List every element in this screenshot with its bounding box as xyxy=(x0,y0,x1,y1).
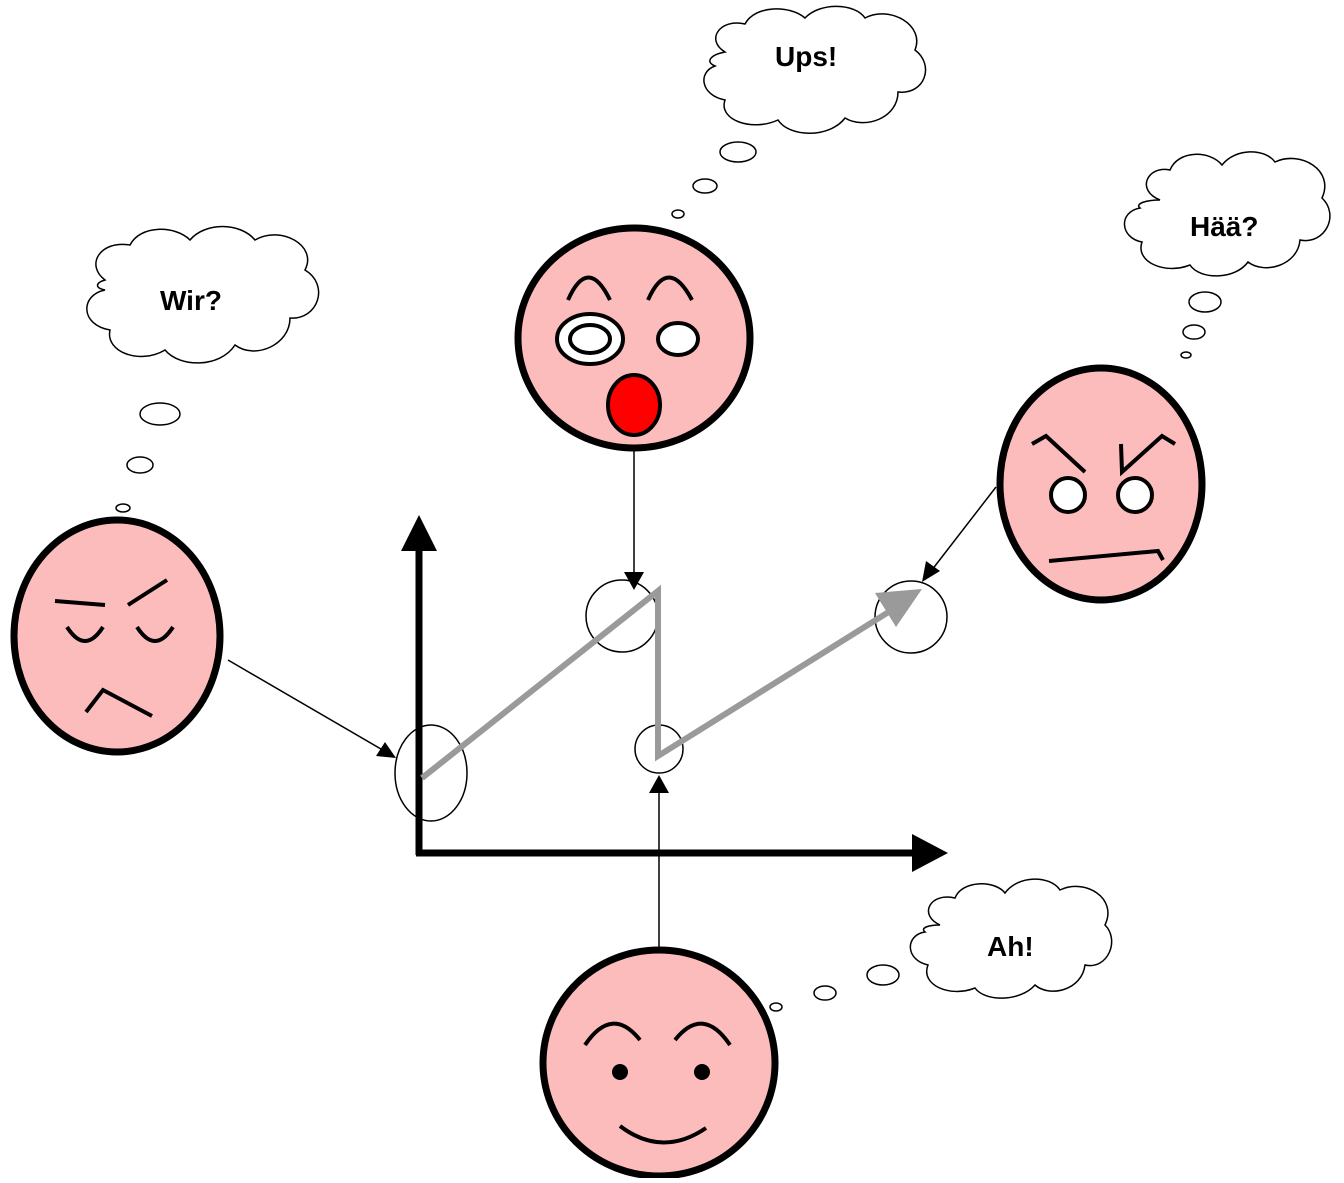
right-eye-closed xyxy=(135,625,175,643)
thought-bubble-small xyxy=(115,503,131,513)
trend-line xyxy=(420,584,897,781)
left-eye-closed xyxy=(65,625,105,643)
axes xyxy=(401,515,948,872)
arrow-annoyed-head xyxy=(376,742,396,758)
y-axis-arrowhead xyxy=(401,515,437,551)
face-head xyxy=(10,516,224,756)
arrow-confused-to-end xyxy=(927,486,997,576)
thought-cloud-ah xyxy=(769,878,1113,1012)
trend-arrowhead xyxy=(875,589,922,627)
left-eyebrow xyxy=(566,275,612,301)
thought-bubble-large xyxy=(1188,291,1222,313)
right-eye xyxy=(656,321,700,357)
happy-face xyxy=(539,946,779,1180)
cloud-shape-haa xyxy=(1123,151,1331,277)
thought-text-ups: Ups! xyxy=(775,41,837,72)
flat-mouth xyxy=(1048,548,1165,563)
thought-bubble-small xyxy=(769,1002,783,1012)
cloud-shape-ups xyxy=(703,5,927,134)
start-point-ellipse xyxy=(394,724,468,822)
smile-mouth xyxy=(618,1124,708,1145)
highlight-circles xyxy=(394,579,948,822)
arrow-surprised-head xyxy=(624,572,644,590)
thought-bubble-medium xyxy=(813,985,837,1001)
thought-bubble-medium xyxy=(126,456,154,474)
thought-bubble-small xyxy=(671,209,685,219)
pointer-arrows xyxy=(227,450,997,950)
arrow-annoyed-to-start xyxy=(227,659,394,757)
x-axis-arrowhead xyxy=(912,834,948,872)
right-eyebrow xyxy=(673,1021,732,1047)
left-eyebrow xyxy=(54,599,106,607)
thought-text-ah: Ah! xyxy=(987,931,1034,962)
thought-bubble-large xyxy=(719,141,757,163)
thought-cloud-wir xyxy=(86,225,320,513)
thought-text-haa: Hää? xyxy=(1190,211,1258,242)
thought-bubble-small xyxy=(1180,351,1192,359)
surprised-face xyxy=(514,224,754,452)
thought-cloud-haa xyxy=(1123,151,1331,359)
face-head xyxy=(996,364,1206,604)
right-eye xyxy=(1116,476,1154,514)
cloud-shape-ah xyxy=(909,878,1113,999)
left-eye xyxy=(612,1064,628,1080)
thought-cloud-ups xyxy=(671,5,927,219)
right-eyebrow xyxy=(646,275,694,301)
arrow-happy-head xyxy=(649,775,669,793)
right-eyebrow xyxy=(1119,433,1177,477)
right-eye xyxy=(694,1064,710,1080)
face-head xyxy=(539,946,779,1180)
thought-bubble-large xyxy=(866,964,900,986)
arrow-confused-head xyxy=(922,561,940,582)
thought-bubble-large xyxy=(139,402,181,426)
left-eyebrow xyxy=(1031,433,1087,474)
annoyed-face xyxy=(10,516,224,756)
left-eye xyxy=(1049,476,1087,514)
thought-bubble-medium xyxy=(692,178,718,194)
left-eyebrow xyxy=(583,1021,642,1047)
right-eyebrow xyxy=(126,578,169,607)
left-eye-inner xyxy=(568,323,612,355)
cloud-shape-wir xyxy=(86,225,320,364)
thought-bubble-medium xyxy=(1182,324,1206,340)
frown-mouth xyxy=(84,687,153,718)
thought-text-wir: Wir? xyxy=(160,285,222,316)
open-mouth xyxy=(606,373,662,437)
confused-face xyxy=(996,364,1206,604)
trend-path xyxy=(420,584,922,781)
